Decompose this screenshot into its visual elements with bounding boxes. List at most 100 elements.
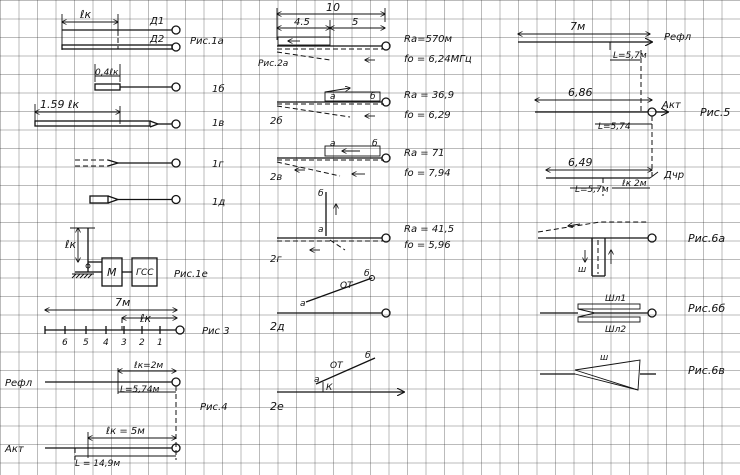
label-sh: ш: [578, 265, 586, 275]
label-d1: Д1: [149, 16, 164, 27]
label-a-2e: а: [314, 375, 320, 385]
fig-6b-label: Рис.6б: [688, 302, 725, 315]
label-b-2g: б: [318, 189, 324, 199]
label-ra-71: Ra = 71: [404, 148, 445, 159]
fig-1e-label: Рис.1е: [174, 269, 208, 280]
fig-1v-label: 1в: [212, 118, 224, 129]
label-45: 4.5: [294, 17, 310, 28]
fig-6a-label: Рис.6а: [688, 232, 725, 245]
fig-6a-group: ш Рис.6а: [537, 221, 725, 277]
fig-2v-label: 2в: [270, 172, 282, 183]
fig-1d-label: 1д: [212, 197, 225, 208]
label-f-794: fо = 7,94: [404, 168, 451, 179]
fig-1g-label: 1г: [212, 159, 224, 170]
tick-label: 2: [139, 338, 145, 348]
fig-6v-label: Рис.6в: [688, 364, 725, 377]
label-lk-2m-c3: ℓк 2м: [621, 179, 647, 189]
label-refl-c3: Рефл: [664, 32, 692, 43]
tick-label: 6: [62, 338, 68, 348]
label-ra-415: Rа = 41,5: [404, 224, 454, 235]
label-d2: Д2: [149, 34, 164, 45]
label-5: 5: [352, 17, 358, 28]
label-b-2d: б: [364, 269, 370, 279]
label-686: 6,86: [568, 86, 593, 99]
label-l-57-b: L=5,7м: [575, 185, 609, 195]
fig-2v-group: а б Ra = 71 fо = 7,94 2в: [270, 139, 451, 183]
label-sh-6v: ш: [600, 353, 608, 363]
label-m: М: [107, 266, 117, 279]
fig-2a-group: 10 4.5 5 Rа=570м fо = 6,24МГц Рис.2а: [258, 1, 472, 69]
label-shl2: Шл2: [605, 325, 626, 335]
label-ot-2e: ОТ: [330, 361, 344, 371]
label-7m-c3: 7м: [570, 20, 585, 33]
fig-2e-group: ОТ б а К 2е: [270, 351, 404, 413]
label-gss: ГСС: [136, 268, 154, 278]
label-akt-c3: Акт: [661, 100, 682, 111]
label-b-2v: б: [372, 139, 378, 149]
fig-4-group: Рефл ℓк=2м L=5,74м Рис.4: [5, 361, 228, 460]
fig-1d-group: 1д: [89, 194, 225, 208]
fig-2d-label: 2д: [270, 320, 285, 333]
label-k-2e: К: [326, 383, 333, 393]
label-lk: ℓк: [79, 8, 92, 21]
label-ra-369: Rа = 36,9: [404, 90, 454, 101]
fig-2e-label: 2е: [270, 400, 284, 413]
label-f-624: fо = 6,24МГц: [404, 54, 472, 65]
fig-1v-group: 1.59 ℓк 1в: [34, 98, 224, 129]
label-l-149: L = 14,9м: [75, 459, 120, 469]
fig-dchr-group: 6,49 Дчр L=5,7м ℓк 2м: [546, 156, 684, 196]
label-f-629: fо = 6,29: [404, 110, 451, 121]
label-7m: 7м: [115, 296, 130, 309]
fig-3-group: 7м ℓк 6 5 4 3 2 1 Рис 3: [44, 296, 230, 348]
label-04lk: 0,4ℓк: [95, 68, 119, 78]
label-shl1: Шл1: [605, 294, 626, 304]
label-10: 10: [326, 1, 340, 14]
fig-4-label: Рис.4: [200, 402, 228, 413]
label-ra-570: Rа=570м: [404, 34, 453, 45]
fig-2b-group: а б Rа = 36,9 fо = 6,29 2б: [270, 88, 454, 127]
fig-3-ticks: 6 5 4 3 2 1: [44, 318, 163, 348]
fig-5-label: Рис.5: [700, 106, 730, 119]
fig-5-group: 6,86 Акт Рис.5 L=5,74: [535, 86, 730, 176]
label-ot-2d: ОТ: [340, 281, 354, 291]
fig-1a-label: Рис.1а: [190, 36, 224, 47]
label-159lk: 1.59 ℓк: [40, 98, 80, 111]
label-lk-3: ℓк: [139, 312, 152, 325]
fig-3-label: Рис 3: [202, 326, 230, 337]
fig-2g-label: 2г: [270, 254, 282, 265]
fig-2a-label: Рис.2а: [258, 59, 288, 69]
fig-2g-group: б а Rа = 41,5 fо = 5,96 2г: [270, 189, 454, 265]
label-lk-e: ℓк: [64, 238, 77, 251]
fig-1b-label: 1б: [212, 83, 225, 95]
label-a-2b: а: [330, 92, 336, 102]
label-l-57: L=5,7м: [613, 51, 647, 61]
fig-1b-group: 0,4ℓк 1б: [94, 64, 225, 95]
fig-akt-group: Акт ℓк = 5м L = 14,9м: [4, 426, 181, 469]
label-f-596: fо = 5,96: [404, 240, 451, 251]
fig-6v-group: ш Рис.6в: [540, 353, 725, 391]
label-lk-5m: ℓк = 5м: [106, 426, 145, 437]
label-a-2v: а: [330, 139, 336, 149]
fig-1g-group: 1г: [75, 158, 224, 170]
fig-6b-group: Шл1 Шл2 Рис.6б: [540, 294, 725, 335]
label-a-2d: а: [300, 299, 306, 309]
fig-2b-label: 2б: [270, 115, 283, 127]
label-l-574: L=5,74м: [120, 385, 160, 395]
label-l-574-c3: L=5,74: [598, 122, 631, 132]
fig-refl-group: 7м Рефл L=5,7м: [518, 20, 692, 112]
tick-label: 4: [103, 338, 109, 348]
tick-label: 1: [157, 338, 163, 348]
label-b-2e: б: [365, 351, 371, 361]
label-a-2g: а: [318, 225, 324, 235]
fig-1e-group: ℓк М ГСС Рис.1е: [64, 228, 208, 287]
tick-label: 3: [121, 338, 127, 348]
label-refl: Рефл: [5, 378, 33, 389]
fig-1a-group: ℓк Д1 Д2 Рис.1а: [61, 8, 224, 52]
label-akt: Акт: [4, 444, 25, 455]
label-649: 6,49: [568, 156, 593, 169]
fig-2d-group: ОТ б а 2д: [270, 269, 391, 333]
label-b-2b: б: [370, 92, 376, 102]
tick-label: 5: [83, 338, 89, 348]
